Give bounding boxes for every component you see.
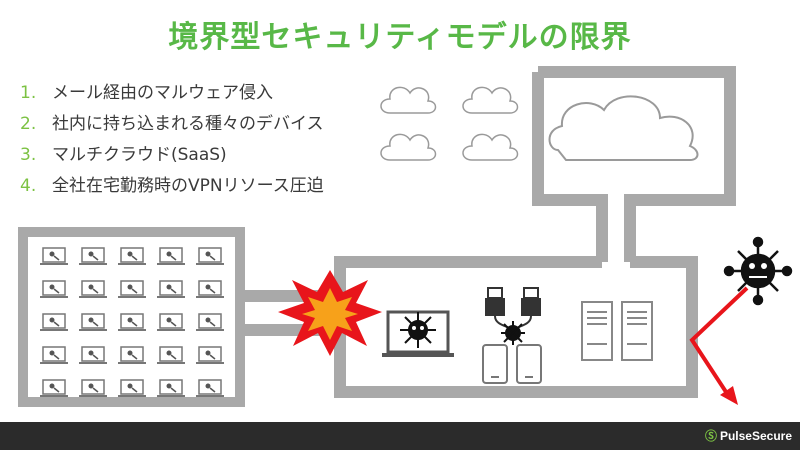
issue-item-1: 1.メール経由のマルウェア侵入 [20,83,273,103]
cloud-icon [462,133,519,161]
explosion-icon [278,270,382,356]
issue-item-4: 4.全社在宅勤務時のVPNリソース圧迫 [20,176,324,196]
cloud-icon [548,95,699,161]
perimeter-diagram [18,66,793,407]
cloud-icon [380,86,437,114]
usb-drive-icon [485,287,505,316]
server-icon [581,301,613,361]
server-icon [621,301,653,361]
pulse-secure-logo-icon: Ⓢ [704,429,717,443]
smartphone-icon [482,344,508,384]
issue-item-2: 2.社内に持ち込まれる種々のデバイス [20,114,324,134]
cloud-datacenter-wall [532,66,736,262]
virus-icon [501,321,525,345]
virus-icon [400,312,436,348]
issue-item-3: 3.マルチクラウド(SaaS) [20,145,227,165]
red-arrow-icon [689,286,749,405]
cloud-icon [380,133,437,161]
cloud-icon [462,86,519,114]
issue-list: 1.メール経由のマルウェア侵入 2.社内に持ち込まれる種々のデバイス 3.マルチ… [20,78,324,202]
hacker-virus-icon [723,236,793,306]
usb-drive-icon [521,287,541,316]
smartphone-icon [516,344,542,384]
slide-title: 境界型セキュリティモデルの限界 [168,20,632,55]
